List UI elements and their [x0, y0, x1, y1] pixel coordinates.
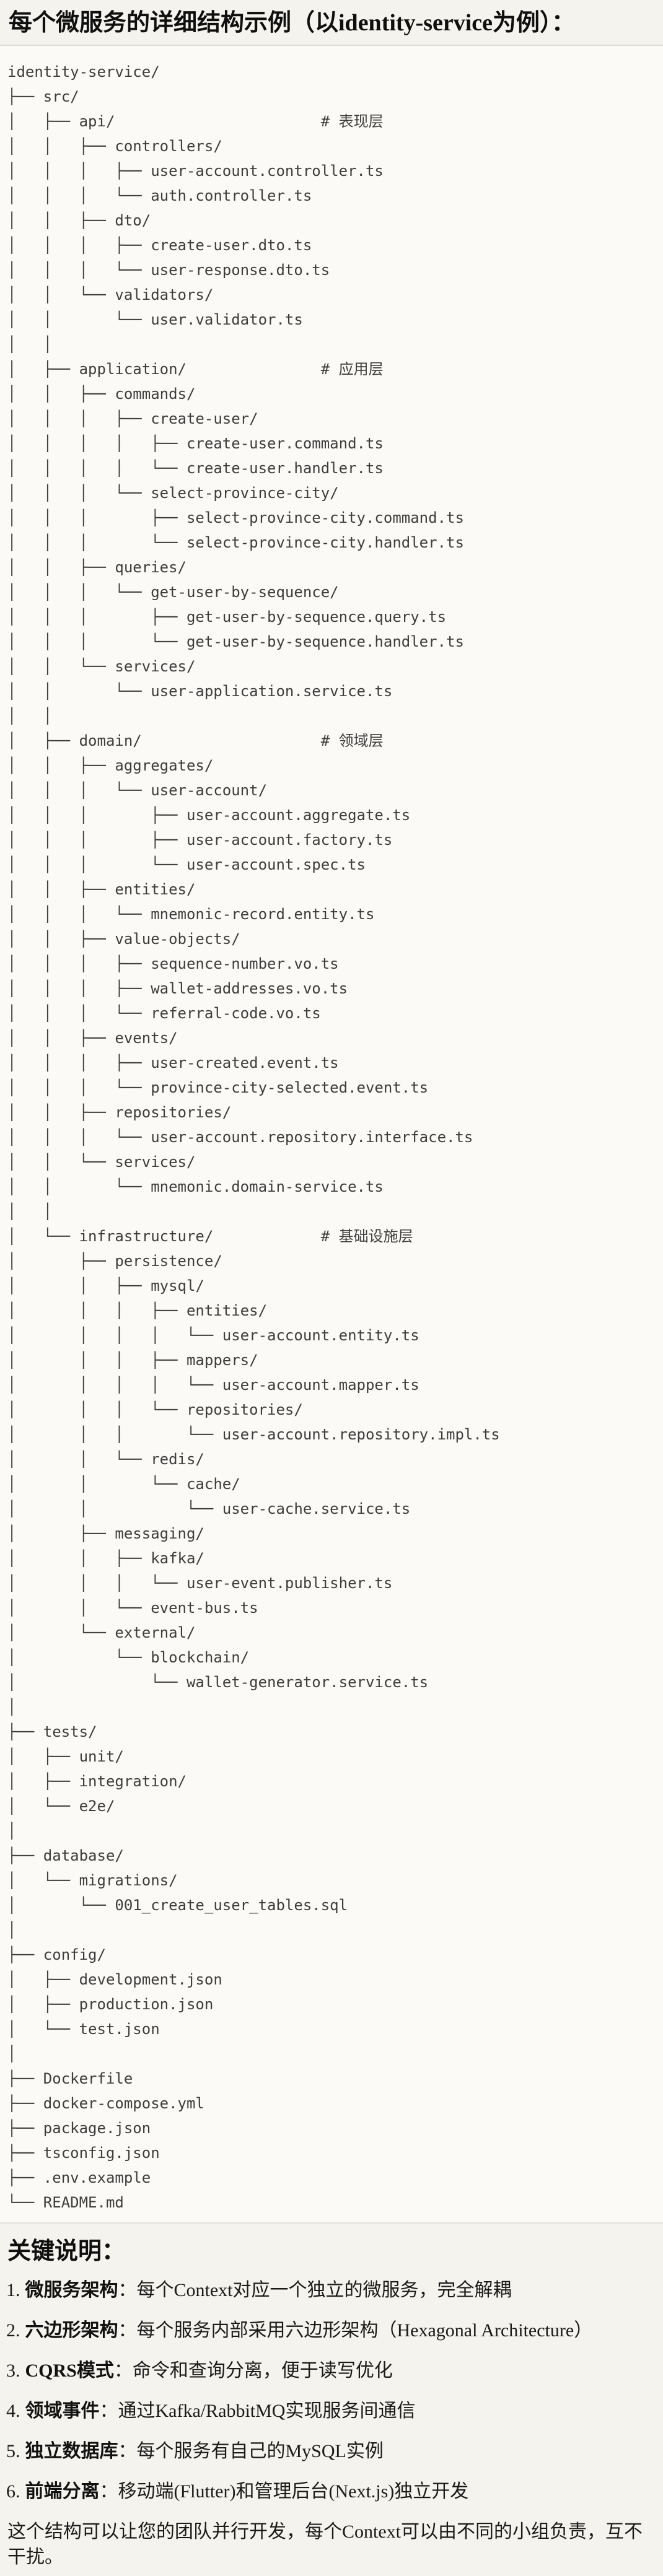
- note-term: 领域事件: [25, 2401, 100, 2421]
- key-notes-heading: 关键说明：: [6, 2237, 654, 2267]
- directory-tree-code-block: identity-service/ ├── src/ │ ├── api/ # …: [0, 45, 663, 2224]
- note-desc: ：移动端(Flutter)和管理后台(Next.js)独立开发: [100, 2481, 469, 2502]
- note-term: 独立数据库: [25, 2441, 118, 2461]
- key-notes-section: 关键说明： 1.微服务架构：每个Context对应一个独立的微服务，完全解耦 2…: [0, 2224, 663, 2576]
- closing-paragraph: 这个结构可以让您的团队并行开发，每个Context可以由不同的小组负责，互不干扰…: [6, 2519, 654, 2570]
- list-item: 6.前端分离：移动端(Flutter)和管理后台(Next.js)独立开发: [6, 2479, 654, 2504]
- note-number: 4.: [6, 2401, 20, 2421]
- list-item: 3.CQRS模式：命令和查询分离，便于读写优化: [6, 2358, 654, 2383]
- note-desc: ：命令和查询分离，便于读写优化: [114, 2360, 393, 2381]
- note-desc: ：每个服务内部采用六边形架构（Hexagonal Architecture）: [118, 2320, 593, 2341]
- key-notes-list: 1.微服务架构：每个Context对应一个独立的微服务，完全解耦 2.六边形架构…: [6, 2277, 654, 2504]
- list-item: 1.微服务架构：每个Context对应一个独立的微服务，完全解耦: [6, 2277, 654, 2303]
- note-desc: ：每个Context对应一个独立的微服务，完全解耦: [118, 2280, 512, 2300]
- note-desc: ：每个服务有自己的MySQL实例: [118, 2441, 384, 2461]
- note-term: 微服务架构: [25, 2280, 118, 2300]
- list-item: 4.领域事件：通过Kafka/RabbitMQ实现服务间通信: [6, 2398, 654, 2424]
- note-number: 6.: [6, 2481, 20, 2502]
- note-term: 前端分离: [25, 2481, 100, 2502]
- note-number: 1.: [6, 2280, 20, 2300]
- list-item: 5.独立数据库：每个服务有自己的MySQL实例: [6, 2438, 654, 2464]
- note-number: 5.: [6, 2441, 20, 2461]
- note-desc: ：通过Kafka/RabbitMQ实现服务间通信: [100, 2401, 416, 2421]
- note-number: 2.: [6, 2320, 20, 2341]
- note-term: 六边形架构: [25, 2320, 118, 2341]
- note-term: CQRS模式: [25, 2360, 114, 2381]
- note-number: 3.: [6, 2360, 20, 2381]
- list-item: 2.六边形架构：每个服务内部采用六边形架构（Hexagonal Architec…: [6, 2318, 654, 2343]
- page-title: 每个微服务的详细结构示例（以identity-service为例）：: [0, 0, 663, 45]
